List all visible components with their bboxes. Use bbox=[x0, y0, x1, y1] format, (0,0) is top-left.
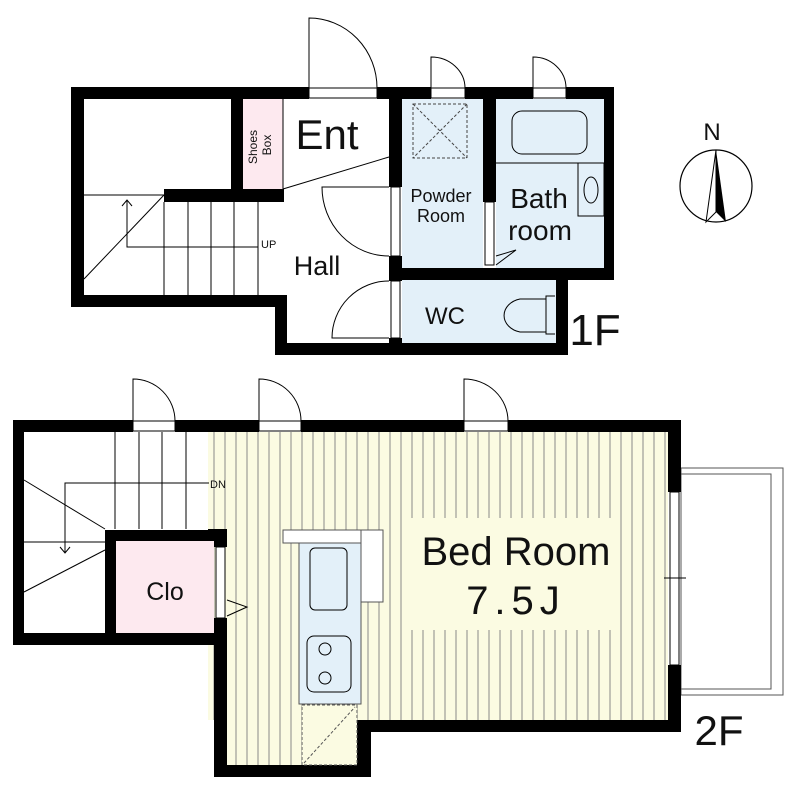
label-dn: DN bbox=[210, 479, 226, 491]
label-up: UP bbox=[261, 239, 276, 251]
kitchen bbox=[282, 529, 384, 766]
label-powder-1: Powder bbox=[410, 186, 471, 206]
stairs-2f: DN bbox=[23, 432, 226, 593]
walls-2f bbox=[13, 420, 681, 777]
floor-1: Ent Shoes Box Powder Room Bath room Hall… bbox=[71, 17, 621, 355]
label-shoes-box-2: Box bbox=[260, 135, 274, 156]
window-swing-1 bbox=[132, 378, 176, 422]
bathtub bbox=[511, 110, 588, 155]
walls-1f bbox=[71, 87, 614, 355]
wc-door bbox=[331, 280, 390, 339]
entrance-door bbox=[308, 17, 378, 89]
down-arrow-icon bbox=[59, 482, 209, 554]
compass-label: N bbox=[703, 119, 720, 146]
closet-door bbox=[215, 546, 226, 619]
north-compass-icon: N bbox=[679, 119, 753, 224]
powder-room bbox=[402, 99, 483, 268]
entrance-door-frame bbox=[308, 87, 378, 99]
floor-2: DN Clo Bed Room 7.5J 2F bbox=[13, 378, 784, 777]
label-bath-2: room bbox=[508, 215, 572, 246]
floor-2-label: 2F bbox=[694, 707, 743, 754]
bath-window-swing bbox=[532, 56, 567, 89]
label-bath-1: Bath bbox=[510, 183, 568, 214]
label-closet: Clo bbox=[146, 578, 184, 606]
label-wc: WC bbox=[425, 303, 465, 330]
floor-1-label: 1F bbox=[569, 306, 620, 355]
bath-sink bbox=[577, 162, 605, 217]
stairs-1f bbox=[83, 194, 259, 295]
balcony bbox=[680, 467, 784, 696]
label-bedroom-size: 7.5J bbox=[466, 579, 566, 623]
shoes-box bbox=[243, 99, 283, 189]
up-arrow-icon bbox=[121, 199, 258, 248]
kitchen-sink bbox=[309, 547, 348, 611]
stove bbox=[306, 635, 352, 693]
label-powder-2: Room bbox=[417, 206, 465, 226]
label-entrance: Ent bbox=[295, 111, 358, 158]
bath-door bbox=[495, 249, 517, 266]
bath-window bbox=[532, 87, 567, 99]
powder-window bbox=[430, 87, 466, 99]
window-swing-3 bbox=[463, 378, 509, 422]
powder-door bbox=[321, 186, 390, 257]
toilet-icon bbox=[503, 295, 555, 335]
label-shoes-box-1: Shoes bbox=[246, 130, 260, 164]
label-hall: Hall bbox=[294, 251, 341, 281]
powder-window-swing bbox=[430, 56, 466, 89]
closet-door-swing bbox=[226, 599, 249, 617]
powder-sink bbox=[412, 103, 468, 159]
window-swing-2 bbox=[258, 378, 302, 422]
closet bbox=[116, 541, 214, 633]
label-bedroom: Bed Room bbox=[422, 530, 611, 574]
